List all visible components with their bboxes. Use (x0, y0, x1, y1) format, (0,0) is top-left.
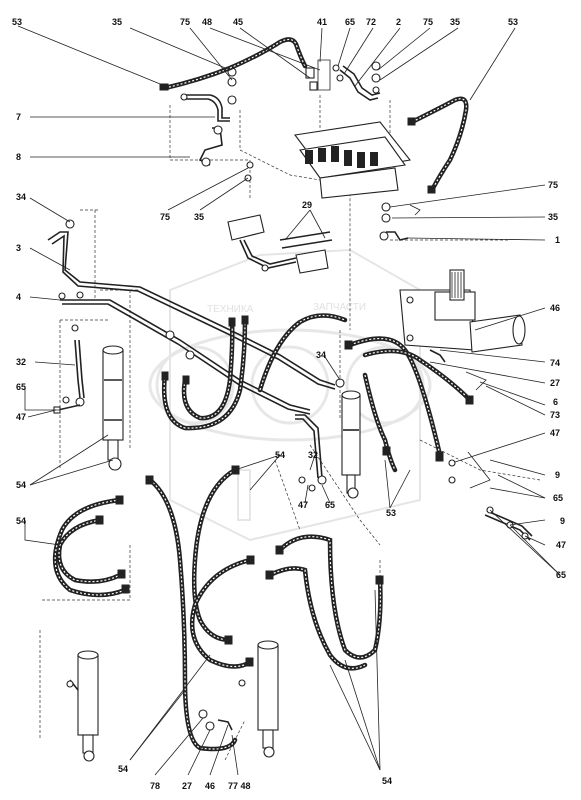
callout-label: 3 (16, 243, 21, 253)
bracket-29 (227, 214, 333, 274)
callout-label: 65 (325, 500, 335, 510)
hydraulic-cylinder-mid-right (341, 390, 361, 499)
callout-label: 65 (16, 382, 26, 392)
callout-label: 75 (160, 212, 170, 222)
callout-label: 34 (16, 192, 26, 202)
callout-label: 4 (16, 292, 21, 302)
callout-label: 78 (150, 781, 160, 791)
callout-label: 27 (182, 781, 192, 791)
callout-label: 35 (112, 17, 122, 27)
callout-label: 75 (423, 17, 433, 27)
callout-label: 35 (548, 212, 558, 222)
callout-label: 9 (555, 470, 560, 480)
callout-label: 54 (16, 516, 26, 526)
callout-label: 9 (560, 516, 565, 526)
pipe-32-left (53, 339, 85, 414)
callout-label: 75 (180, 17, 190, 27)
callout-label: 72 (366, 17, 376, 27)
callout-label: 77 48 (228, 781, 251, 791)
callout-label: 47 (16, 412, 26, 422)
callout-label: 32 (16, 357, 26, 367)
callout-label: 8 (16, 152, 21, 162)
hydraulic-cylinder-left (102, 345, 124, 471)
callout-label: 54 (118, 764, 128, 774)
callout-label: 32 (308, 450, 318, 460)
callout-label: 35 (450, 17, 460, 27)
fittings-top-middle (317, 59, 381, 101)
callout-label: 45 (233, 17, 243, 27)
callout-label: 41 (317, 17, 327, 27)
callout-label: 75 (548, 180, 558, 190)
assembly-dashed-lines (39, 95, 541, 761)
callout-label: 29 (302, 200, 312, 210)
callout-label: 53 (386, 508, 396, 518)
control-valve-block (294, 121, 412, 199)
hydraulic-cylinder-lower-left (66, 650, 99, 762)
callout-label: 74 (550, 358, 560, 368)
callout-label: 54 (16, 480, 26, 490)
callout-label: 7 (16, 112, 21, 122)
leader-lines (17, 25, 561, 776)
watermark: ТЕХНИКА ЗАПЧАСТИ (148, 248, 432, 542)
hose-53-top (159, 37, 318, 91)
callout-label: 34 (316, 350, 326, 360)
callout-label: 54 (275, 450, 285, 460)
hoses-right (344, 336, 474, 473)
fittings-lower-right (448, 451, 533, 541)
callout-label: 47 (556, 540, 566, 550)
swing-assembly-46 (399, 269, 526, 391)
callout-label: 6 (553, 397, 558, 407)
callout-label: 48 (202, 17, 212, 27)
callout-label: 47 (550, 428, 560, 438)
callout-label: 47 (298, 500, 308, 510)
watermark-text-2: ЗАПЧАСТИ (313, 302, 366, 313)
pipe-group-7-8 (180, 67, 254, 182)
fittings-right (379, 202, 421, 241)
hose-53-right (407, 96, 469, 194)
callout-label: 46 (205, 781, 215, 791)
pipe-32-right (295, 414, 327, 492)
callout-label: 2 (396, 17, 401, 27)
callout-label: 1 (555, 235, 560, 245)
callout-label: 65 (553, 493, 563, 503)
callout-label: 65 (556, 570, 566, 580)
callout-label: 46 (550, 303, 560, 313)
watermark-text-1: ТЕХНИКА (207, 304, 254, 315)
callout-label: 53 (508, 17, 518, 27)
callout-label: 53 (12, 17, 22, 27)
callout-label: 73 (550, 410, 560, 420)
hoses-lower (52, 465, 384, 752)
callout-label: 27 (550, 378, 560, 388)
pipe-group-3-4 (47, 219, 345, 415)
hydraulic-cylinder-lower-right (238, 640, 279, 758)
callout-label: 54 (382, 776, 392, 786)
callout-labels: 53 35 75 48 45 41 65 72 2 75 35 53 7 8 7… (12, 17, 566, 791)
callout-label: 65 (345, 17, 355, 27)
callout-label: 35 (194, 212, 204, 222)
hoses-middle (161, 313, 348, 431)
